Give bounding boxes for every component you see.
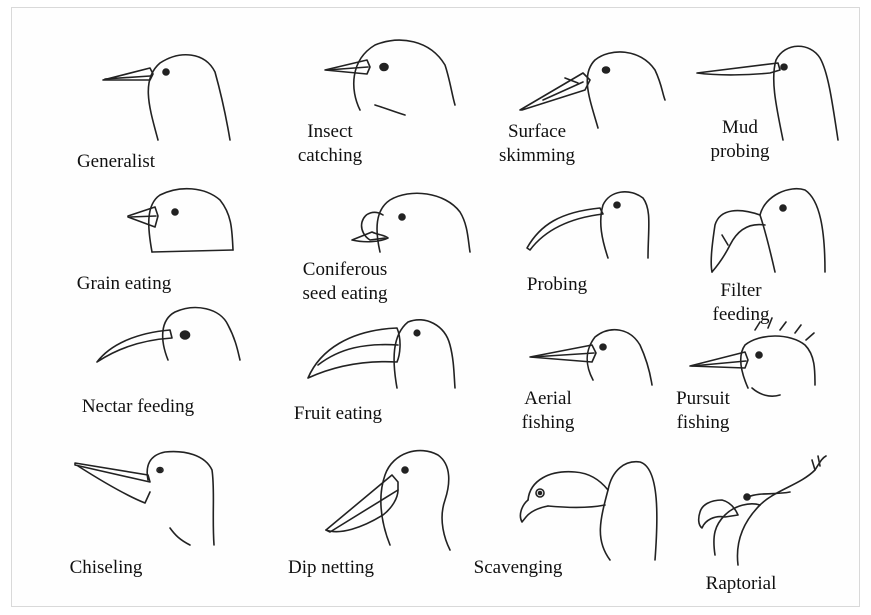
dip-netting-head-illustration [326, 451, 450, 550]
scavenging-head-illustration [520, 462, 656, 560]
label-grain-eating: Grain eating [77, 272, 171, 296]
label-pursuit-fishing: Pursuit fishing [676, 387, 730, 435]
label-generalist: Generalist [77, 150, 155, 174]
nectar-feeding-head-illustration [97, 308, 240, 362]
label-raptorial: Raptorial [706, 572, 777, 596]
label-aerial-fishing: Aerial fishing [522, 387, 575, 435]
label-coniferous-seed-eating: Coniferous seed eating [303, 258, 388, 306]
surface-skimming-head-illustration [520, 52, 665, 128]
label-filter-feeding: Filter feeding [713, 279, 770, 327]
grain-eating-head-illustration [128, 189, 233, 252]
label-insect-catching: Insect catching [298, 120, 362, 168]
chiseling-head-illustration [75, 452, 214, 545]
aerial-fishing-head-illustration [530, 330, 652, 385]
label-chiseling: Chiseling [70, 556, 143, 580]
coniferous-seed-eating-head-illustration [352, 193, 470, 252]
fruit-eating-head-illustration [308, 320, 455, 388]
probing-head-illustration [527, 192, 649, 258]
label-mud-probing: Mud probing [710, 116, 769, 164]
label-dip-netting: Dip netting [288, 556, 374, 580]
label-fruit-eating: Fruit eating [294, 402, 382, 426]
generalist-head-illustration [103, 55, 230, 140]
label-nectar-feeding: Nectar feeding [82, 395, 194, 419]
pursuit-fishing-head-illustration [690, 318, 815, 396]
label-surface-skimming: Surface skimming [499, 120, 575, 168]
label-scavenging: Scavenging [474, 556, 563, 580]
filter-feeding-head-illustration [711, 189, 825, 272]
insect-catching-head-illustration [325, 40, 455, 115]
raptorial-head-illustration [699, 456, 826, 565]
label-probing: Probing [527, 273, 587, 297]
